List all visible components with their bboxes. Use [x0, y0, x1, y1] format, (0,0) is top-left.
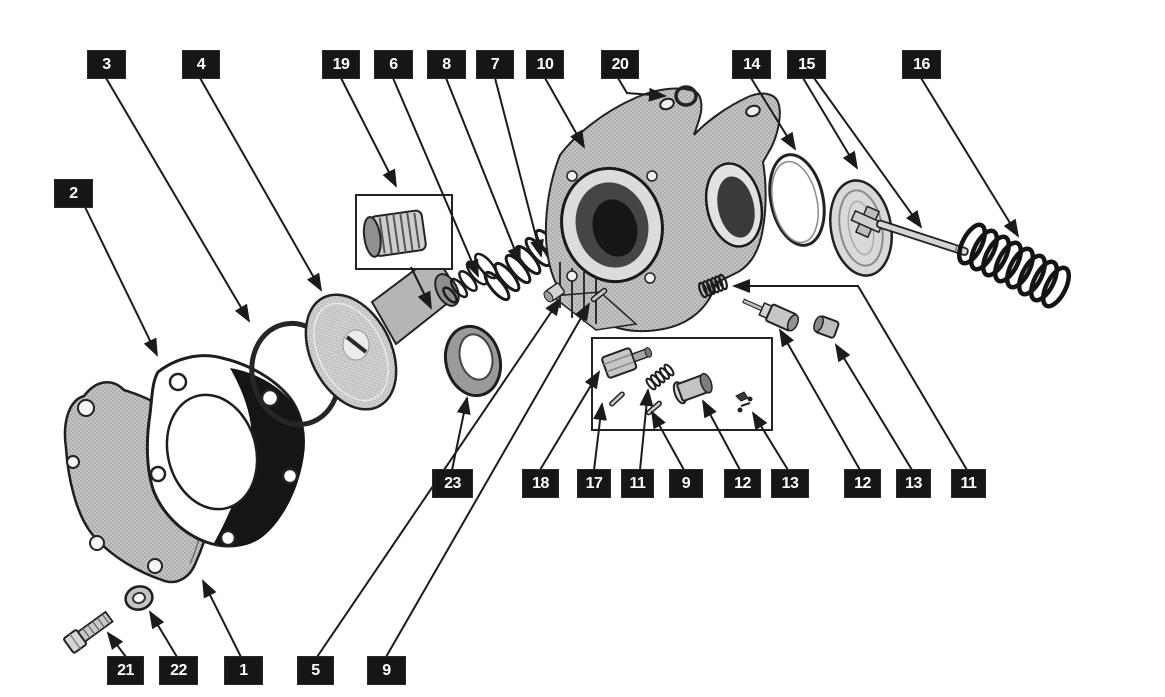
callout-12-19: 12: [845, 470, 880, 497]
leader-line-13: [834, 343, 913, 471]
leader-line-16: [920, 77, 1020, 238]
pin-housing: [590, 287, 608, 303]
callout-12-17: 12: [725, 470, 760, 497]
callout-22-23: 22: [160, 657, 197, 684]
valve-plug: [813, 315, 840, 339]
leader-line-9: [385, 302, 590, 658]
leader-line-15: [802, 77, 859, 170]
leader-line-3: [105, 77, 251, 323]
leader-line-20: [617, 77, 667, 102]
callout-11-21: 11: [952, 470, 985, 497]
callout-14-8: 14: [733, 51, 770, 78]
leader-line-13: [751, 411, 789, 471]
callout-5-25: 5: [298, 657, 333, 684]
leader-line-1: [202, 579, 242, 658]
callout-15-9: 15: [788, 51, 825, 78]
leader-line-12: [779, 328, 861, 471]
callout-23-12: 23: [433, 470, 472, 497]
o-ring-large: [768, 153, 826, 247]
dome-piston: [304, 293, 398, 411]
callout-2-11: 2: [55, 180, 92, 207]
callout-13-18: 13: [772, 470, 808, 497]
pump-housing: [544, 87, 781, 333]
callout-20-7: 20: [602, 51, 638, 78]
callout-10-6: 10: [527, 51, 563, 78]
leader-line-2: [84, 206, 158, 357]
spring-rocker: [957, 222, 1071, 309]
leader-line-14: [750, 77, 797, 151]
leader-line-17: [593, 402, 608, 471]
leader-line-19: [340, 77, 397, 188]
leader-line-18: [539, 370, 601, 471]
callout-7-5: 7: [477, 51, 513, 78]
inset-box: [355, 194, 453, 310]
callout-16-10: 16: [903, 51, 940, 78]
leader-line-22: [148, 610, 178, 658]
seal-ring: [443, 324, 503, 398]
leader-line-7: [494, 77, 544, 258]
callout-17-14: 17: [578, 470, 610, 497]
valve-spring-housing: [698, 273, 728, 299]
callout-19-2: 19: [323, 51, 359, 78]
callout-9-26: 9: [368, 657, 405, 684]
callout-21-22: 21: [108, 657, 143, 684]
o-ring-small: [674, 85, 698, 107]
leader-line-21: [106, 631, 127, 658]
valve-parts-inset: [591, 337, 773, 431]
washer: [124, 585, 154, 611]
callout-6-3: 6: [375, 51, 412, 78]
gasket: [145, 354, 305, 548]
bolt: [63, 610, 114, 654]
callout-1-24: 1: [225, 657, 262, 684]
callout-4-1: 4: [183, 51, 219, 78]
needle-valve: [742, 298, 800, 332]
leader-line-23: [451, 396, 471, 471]
callout-18-13: 18: [523, 470, 558, 497]
leader-line-12: [702, 399, 741, 471]
leader-line-6: [392, 77, 479, 278]
leader-line-11: [639, 388, 654, 471]
callout-9-16: 9: [670, 470, 702, 497]
leader-line-8: [445, 77, 521, 265]
diaphragm-assembly: [829, 179, 969, 277]
leader-line-10: [544, 77, 585, 149]
leader-line-4: [199, 77, 322, 292]
leader-line-11: [732, 279, 968, 471]
leader-line-15: [813, 77, 923, 229]
callout-3-0: 3: [88, 51, 125, 78]
callout-13-20: 13: [897, 470, 930, 497]
callout-8-4: 8: [428, 51, 465, 78]
valve-clips: [735, 391, 753, 413]
callout-11-15: 11: [622, 470, 653, 497]
leader-line-9: [651, 410, 685, 471]
